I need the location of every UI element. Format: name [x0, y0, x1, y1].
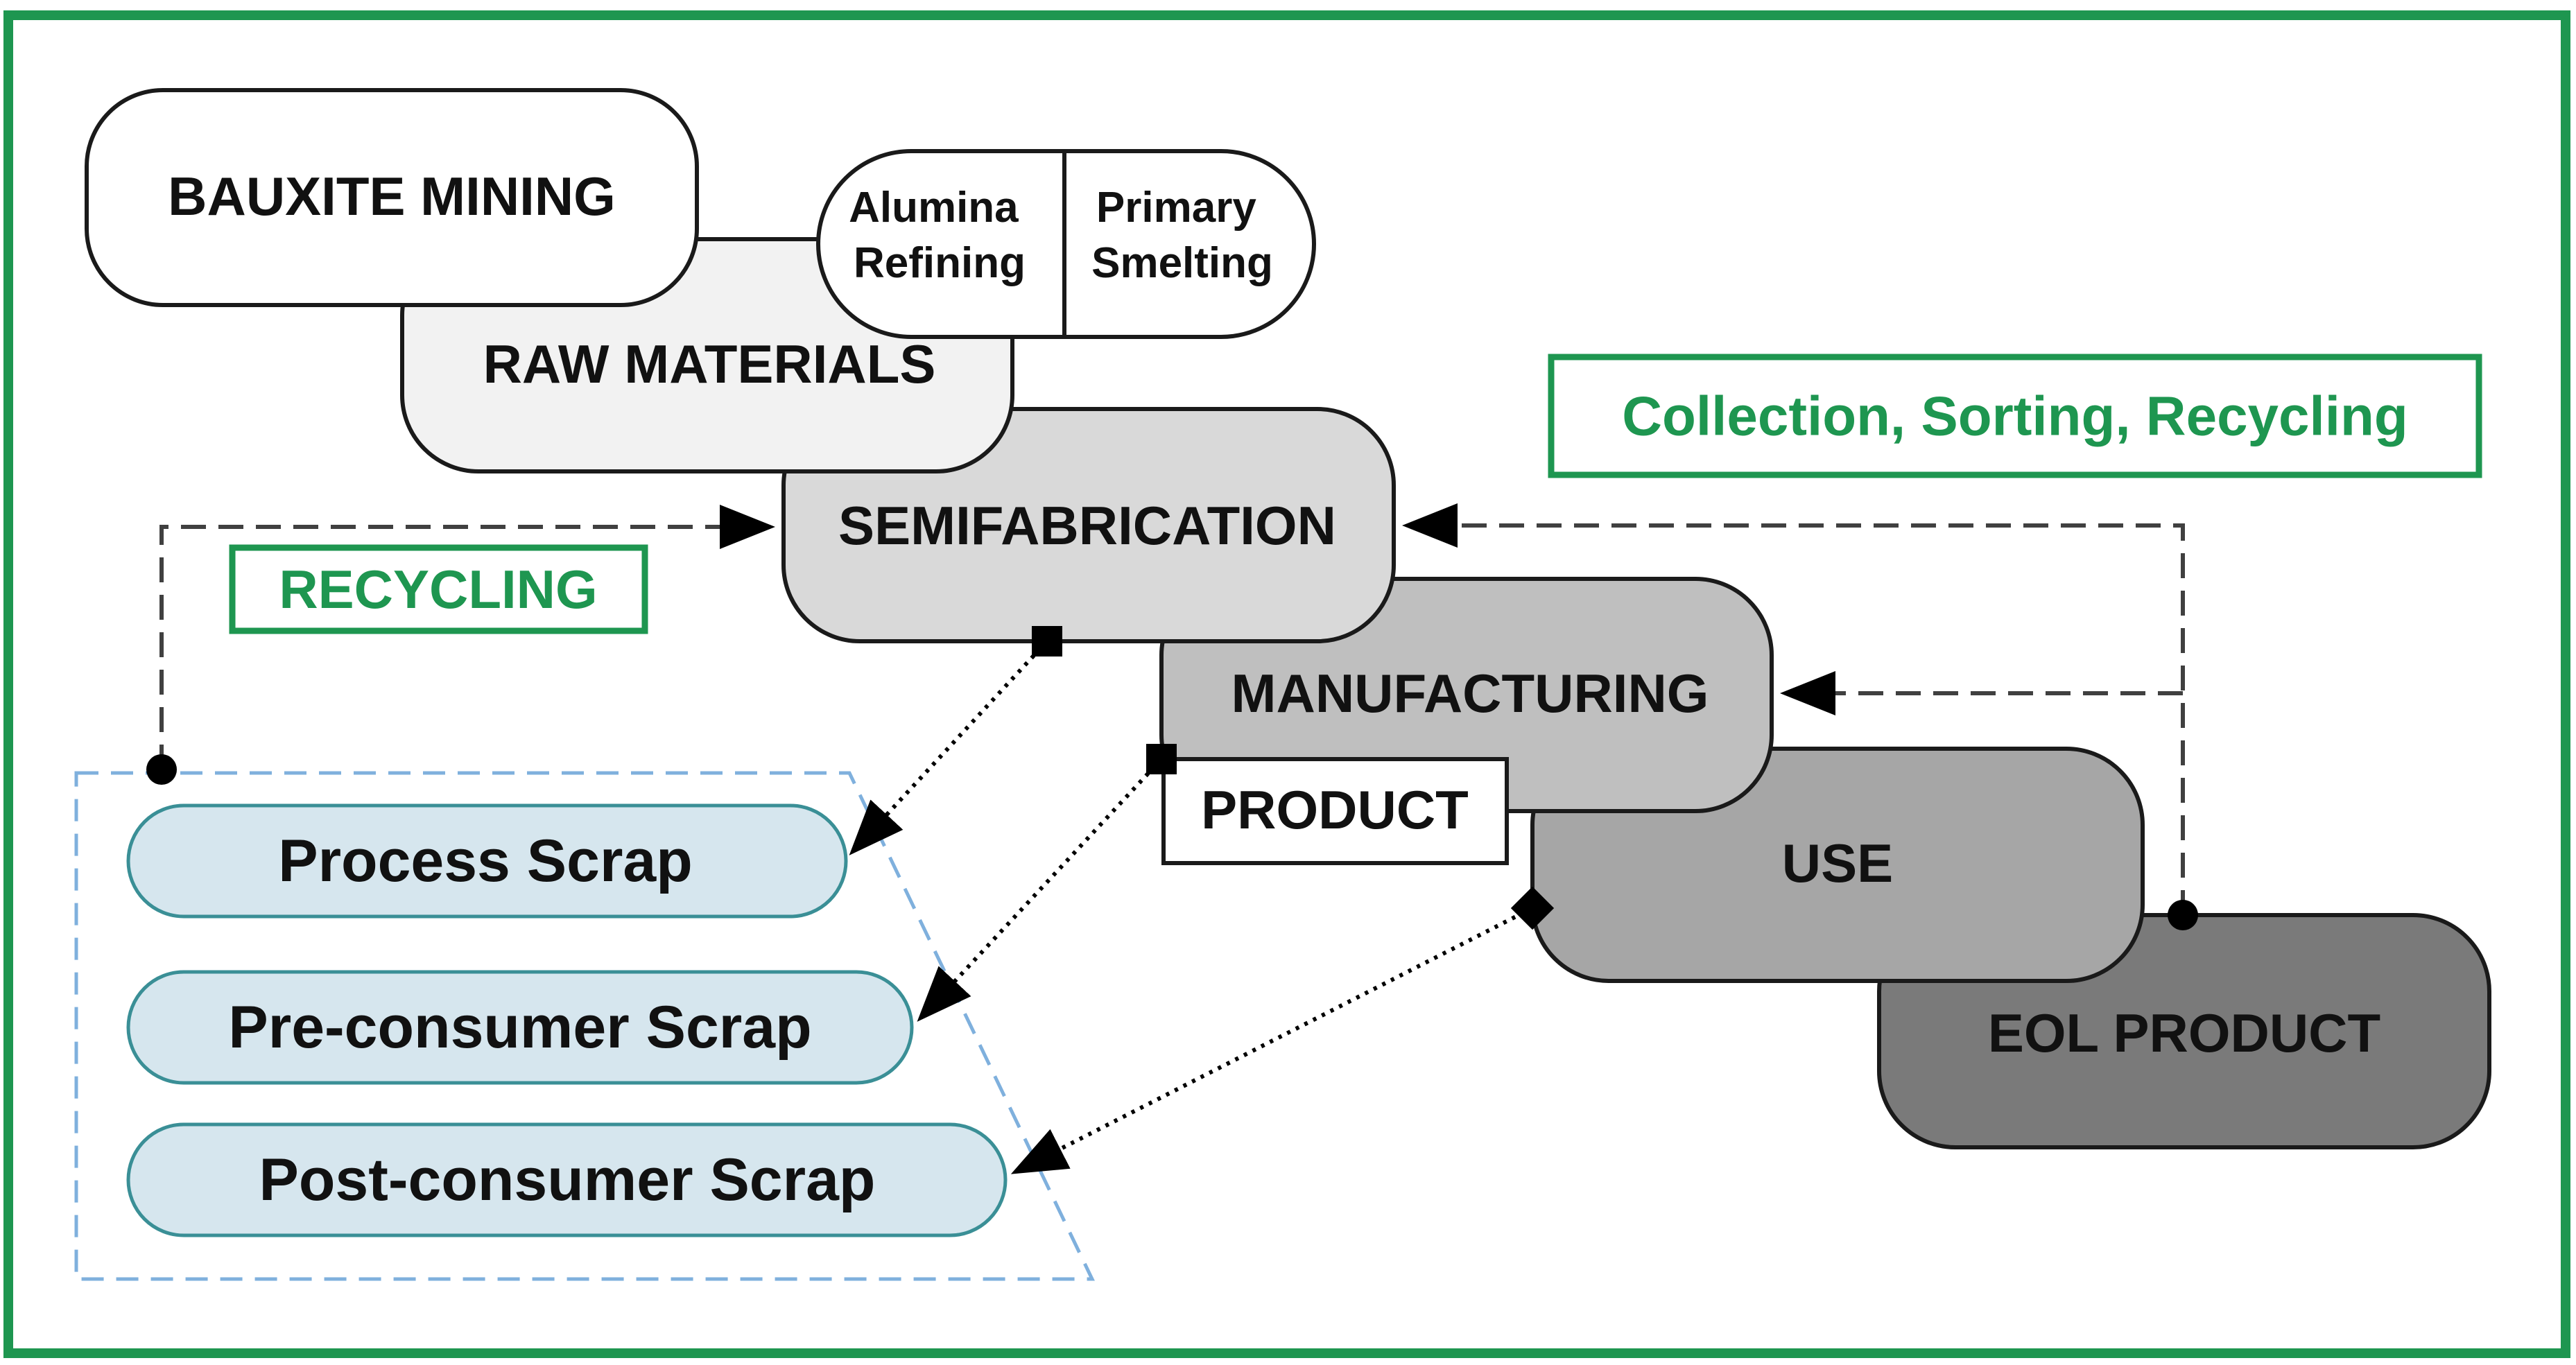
primary-smelting-line-1: Primary [1096, 184, 1256, 232]
svg-text:Primary Smelting: Primary Smelting [1091, 184, 1273, 287]
recycling-label: RECYCLING [279, 559, 597, 620]
collection-loop-right-start-dot [2168, 900, 2198, 930]
arrow-use-to-post-consumer-scrap [1010, 906, 1534, 1174]
collection-loop-right-trunk [1402, 503, 2185, 915]
arrow-manufacturing-to-pre-consumer-scrap [917, 757, 1164, 1022]
scrap-process-label: Process Scrap [278, 828, 693, 894]
collection-loop-right [1402, 503, 2185, 915]
scrap-process: Process Scrap [126, 803, 848, 919]
stage-manufacturing-label: MANUFACTURING [1231, 663, 1709, 724]
square-marker-semifab [1032, 626, 1062, 657]
stage-semifabrication-label: SEMIFABRICATION [838, 495, 1336, 556]
stage-bauxite-mining: BAUXITE MINING [85, 88, 699, 307]
recycling-loop-left [159, 505, 775, 770]
stage-bauxite-mining-label: BAUXITE MINING [168, 166, 616, 227]
stage-product-label: PRODUCT [1201, 779, 1469, 840]
stage-raw-materials-label: RAW MATERIALS [483, 333, 936, 394]
stage-use-label: USE [1782, 833, 1893, 894]
scrap-post-consumer: Post-consumer Scrap [126, 1122, 1008, 1237]
scrap-pre-consumer-label: Pre-consumer Scrap [228, 994, 811, 1061]
stage-product: PRODUCT [1161, 757, 1509, 865]
scrap-region-dashed-outline [74, 771, 1095, 1281]
recycling-loop-left-start-dot [146, 754, 177, 785]
collection-label: Collection, Sorting, Recycling [1622, 385, 2408, 447]
alumina-refining-line-1: Alumina [849, 184, 1019, 232]
arrow-semifab-to-process-scrap [849, 639, 1049, 855]
recycling-loop-left-line [159, 505, 775, 770]
stage-refining-smelting: Alumina Refining Primary Smelting [816, 149, 1316, 339]
recycling-label-box: RECYCLING [229, 544, 648, 634]
alumina-refining-line-2: Refining [854, 239, 1026, 287]
scrap-pre-consumer: Pre-consumer Scrap [126, 970, 914, 1085]
scrap-post-consumer-label: Post-consumer Scrap [259, 1147, 876, 1213]
stage-eol-product-label: EOL PRODUCT [1988, 1002, 2380, 1063]
svg-text:Alumina Refining: Alumina Refining [849, 184, 1030, 287]
outer-frame [3, 10, 2570, 1358]
primary-smelting-line-2: Smelting [1091, 239, 1273, 287]
collection-label-box: Collection, Sorting, Recycling [1548, 354, 2482, 478]
square-marker-manufacturing [1146, 744, 1177, 774]
scrap-flow-arrows [849, 639, 1534, 1174]
